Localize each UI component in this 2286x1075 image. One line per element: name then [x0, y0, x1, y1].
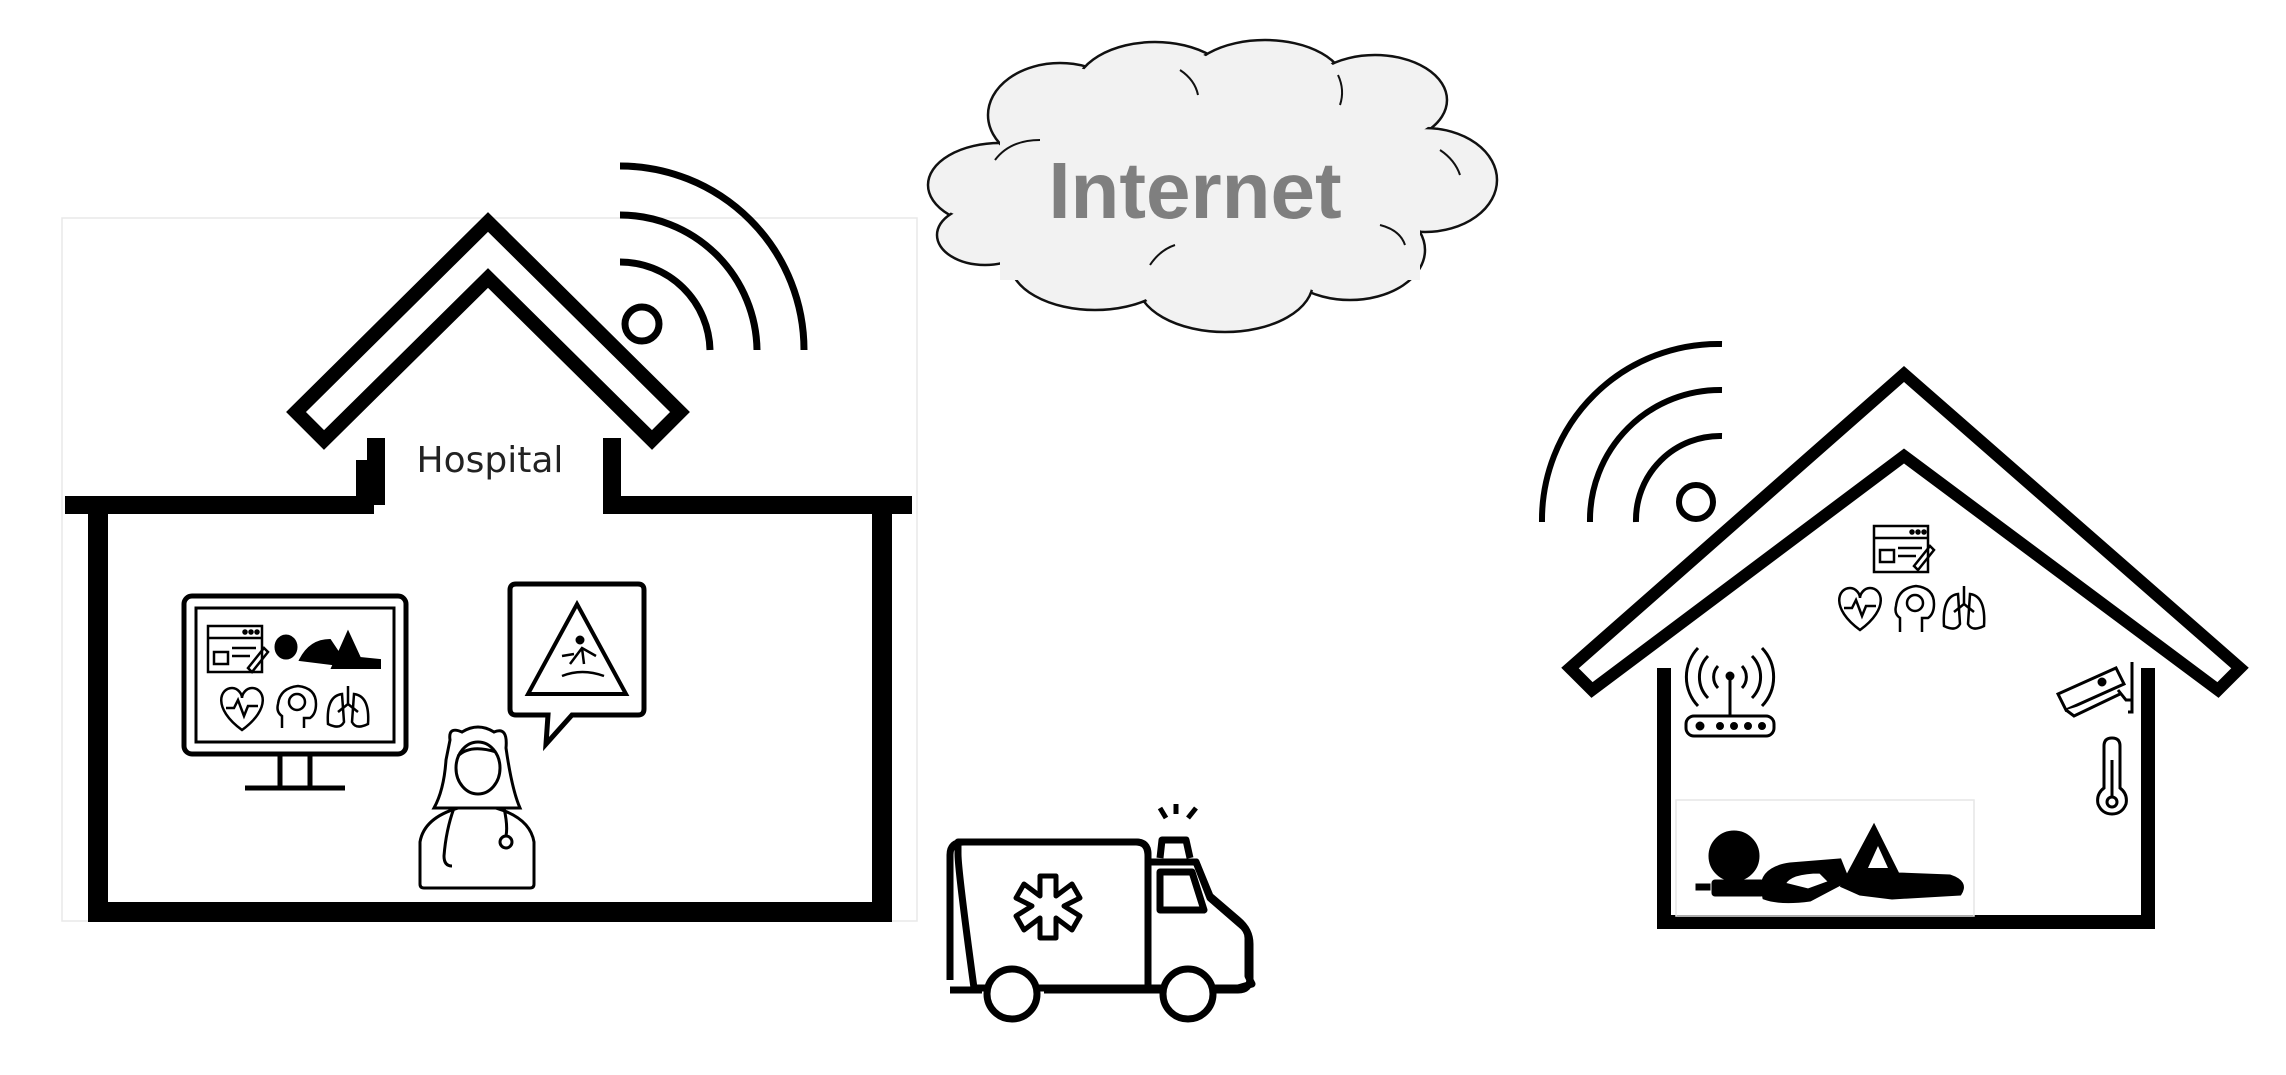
report-icon	[206, 624, 270, 674]
brain-icon	[1894, 584, 1936, 632]
brain-icon	[276, 684, 318, 728]
lungs-icon	[1942, 586, 1986, 630]
fallen-person-icon	[1760, 822, 1964, 904]
heart-icon	[1838, 586, 1882, 632]
fall-warning-icon	[507, 581, 647, 752]
security-camera-icon	[2055, 662, 2134, 718]
hospital-label: Hospital	[417, 440, 564, 481]
report-icon	[1872, 524, 1936, 574]
pressure-sensor-icon	[1695, 830, 1765, 897]
wifi-signal-icon	[619, 162, 808, 351]
lungs-icon	[326, 686, 370, 728]
router-icon	[1684, 646, 1776, 738]
hospital-building: Hospital	[61, 212, 918, 922]
wifi-signal-icon	[1538, 340, 1723, 523]
internet-cloud: Internet	[926, 38, 1499, 334]
doctor-icon	[418, 725, 536, 890]
ambulance-icon	[946, 804, 1256, 1023]
smart-home	[1561, 366, 2249, 929]
heart-icon	[220, 686, 264, 732]
internet-label: Internet	[1048, 146, 1341, 235]
fallen-person-icon	[274, 629, 381, 669]
thermometer-icon	[2096, 736, 2128, 816]
